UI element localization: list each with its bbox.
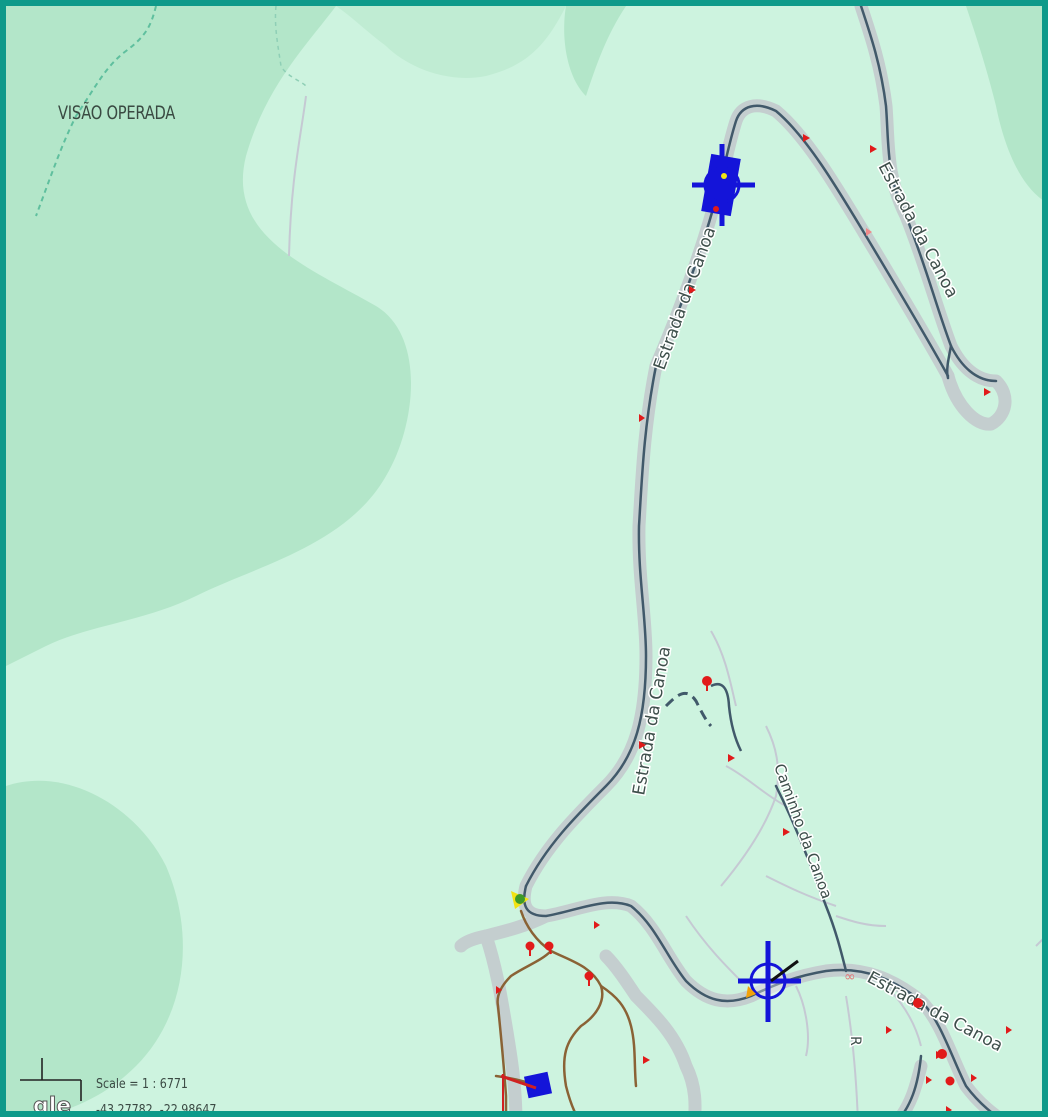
marker-triangle-icon[interactable] xyxy=(728,754,735,762)
forest-area-top-strip xyxy=(336,6,566,78)
marker-triangle-icon[interactable] xyxy=(496,986,502,994)
vehicle-square-icon[interactable] xyxy=(500,1071,553,1117)
marker-triangle-icon[interactable] xyxy=(1006,1026,1012,1034)
scale-bar xyxy=(20,1058,82,1101)
marker-triangle-icon[interactable] xyxy=(984,388,991,396)
forest-area-north xyxy=(564,6,626,96)
minor-paths xyxy=(288,95,1042,1111)
pin-icon[interactable] xyxy=(584,971,594,987)
marker-triangle-icon[interactable] xyxy=(803,134,810,142)
incident-markers[interactable] xyxy=(496,134,1012,1114)
park-boundary-line xyxy=(35,6,157,217)
marker-triangle-icon[interactable] xyxy=(594,921,600,929)
scale-readout: Scale = 1 : 6771 xyxy=(96,1077,188,1092)
road-label-r: R xyxy=(847,1036,863,1046)
forest-area-west xyxy=(6,6,411,666)
road-spur xyxy=(710,682,743,752)
forest-area-northeast xyxy=(966,6,1042,200)
pin-icon[interactable] xyxy=(702,676,712,691)
marker-triangle-icon[interactable] xyxy=(639,741,646,749)
dashed-road-segment xyxy=(664,691,713,728)
marker-triangle-icon[interactable] xyxy=(639,414,645,422)
map-canvas[interactable]: Estrada da Canoa Estrada da Canoa Estrad… xyxy=(6,6,1048,1117)
pin-icon[interactable] xyxy=(593,1113,600,1117)
marker-triangle-icon[interactable] xyxy=(946,1106,952,1114)
pin-icon[interactable] xyxy=(544,941,554,955)
pin-icon[interactable] xyxy=(937,1049,947,1059)
park-boundary-line-2 xyxy=(274,6,307,87)
marker-triangle-icon[interactable] xyxy=(643,1056,650,1064)
overlay-title: VISÃO OPERADA xyxy=(58,102,176,124)
poi-icon[interactable]: ∞ xyxy=(844,969,856,985)
crosshair-marker-top[interactable] xyxy=(692,144,755,226)
marker-triangle-icon[interactable] xyxy=(689,286,696,294)
marker-triangle-icon[interactable] xyxy=(783,828,790,836)
pin-icon[interactable] xyxy=(913,998,923,1008)
marker-triangle-icon[interactable] xyxy=(971,1074,977,1082)
marker-triangle-icon[interactable] xyxy=(866,228,872,236)
map-provider-logo: gle xyxy=(32,1094,72,1117)
marker-triangle-icon[interactable] xyxy=(886,1026,892,1034)
coordinate-readout: -43.27782, -22.98647 xyxy=(96,1103,217,1117)
pin-icon[interactable] xyxy=(525,941,535,957)
vehicle-marker-icon[interactable] xyxy=(511,891,529,909)
marker-triangle-icon[interactable] xyxy=(870,145,877,153)
crosshair-marker-bottom[interactable] xyxy=(738,941,801,1022)
pin-icon[interactable] xyxy=(945,1076,955,1086)
forest-area-southwest xyxy=(6,780,183,1111)
pin-markers[interactable] xyxy=(525,676,955,1117)
marker-triangle-icon[interactable] xyxy=(926,1076,932,1084)
